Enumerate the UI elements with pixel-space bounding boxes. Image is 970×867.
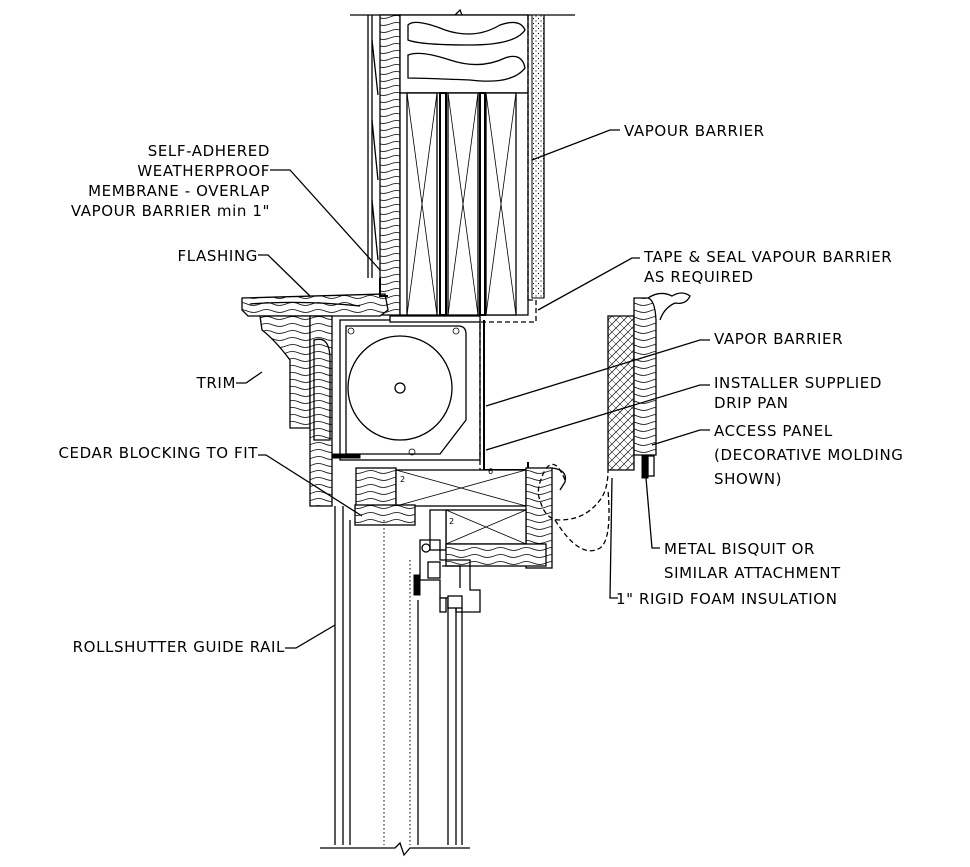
dim-mark-b: 6 (488, 467, 493, 476)
annotation-labels: VAPOUR BARRIER SELF-ADHERED WEATHERPROOF… (58, 122, 904, 656)
rollshutter-housing (331, 315, 481, 461)
access-panel (537, 292, 691, 552)
label-access-2: (DECORATIVE MOLDING (714, 446, 904, 464)
label-foam: 1" RIGID FOAM INSULATION (616, 590, 838, 608)
label-bisquit-2: SIMILAR ATTACHMENT (664, 564, 841, 582)
label-tape-2: AS REQUIRED (644, 268, 754, 286)
label-drip-2: DRIP PAN (714, 394, 789, 412)
label-vapor-barrier: VAPOR BARRIER (714, 330, 843, 348)
head-blocking: 2 6 2 (354, 467, 567, 569)
dim-mark-c: 2 (449, 517, 454, 526)
dim-mark-a: 2 (400, 475, 405, 484)
guide-rail (320, 506, 470, 857)
vapour-barrier-path (479, 299, 537, 471)
label-membrane-1: SELF-ADHERED (148, 142, 270, 160)
label-membrane-2: WEATHERPROOF (137, 162, 270, 180)
label-membrane-3: MEMBRANE - OVERLAP (88, 182, 270, 200)
label-trim: TRIM (196, 374, 236, 392)
label-vapour-barrier-top: VAPOUR BARRIER (624, 122, 765, 140)
label-tape-1: TAPE & SEAL VAPOUR BARRIER (643, 248, 892, 266)
leader-lines (236, 129, 710, 649)
label-bisquit-1: METAL BISQUIT OR (664, 540, 815, 558)
trim (259, 315, 333, 507)
label-drip-1: INSTALLER SUPPLIED (714, 374, 882, 392)
label-membrane-4: VAPOUR BARRIER min 1" (71, 202, 270, 220)
label-access-3: SHOWN) (714, 470, 782, 488)
label-flashing: FLASHING (178, 247, 258, 265)
wall-assembly (350, 8, 575, 316)
label-access-1: ACCESS PANEL (714, 422, 833, 440)
flashing-sill (241, 278, 389, 317)
label-guide-rail: ROLLSHUTTER GUIDE RAIL (73, 638, 285, 656)
label-cedar: CEDAR BLOCKING TO FIT (58, 444, 258, 462)
window-frame-profile (413, 539, 481, 613)
